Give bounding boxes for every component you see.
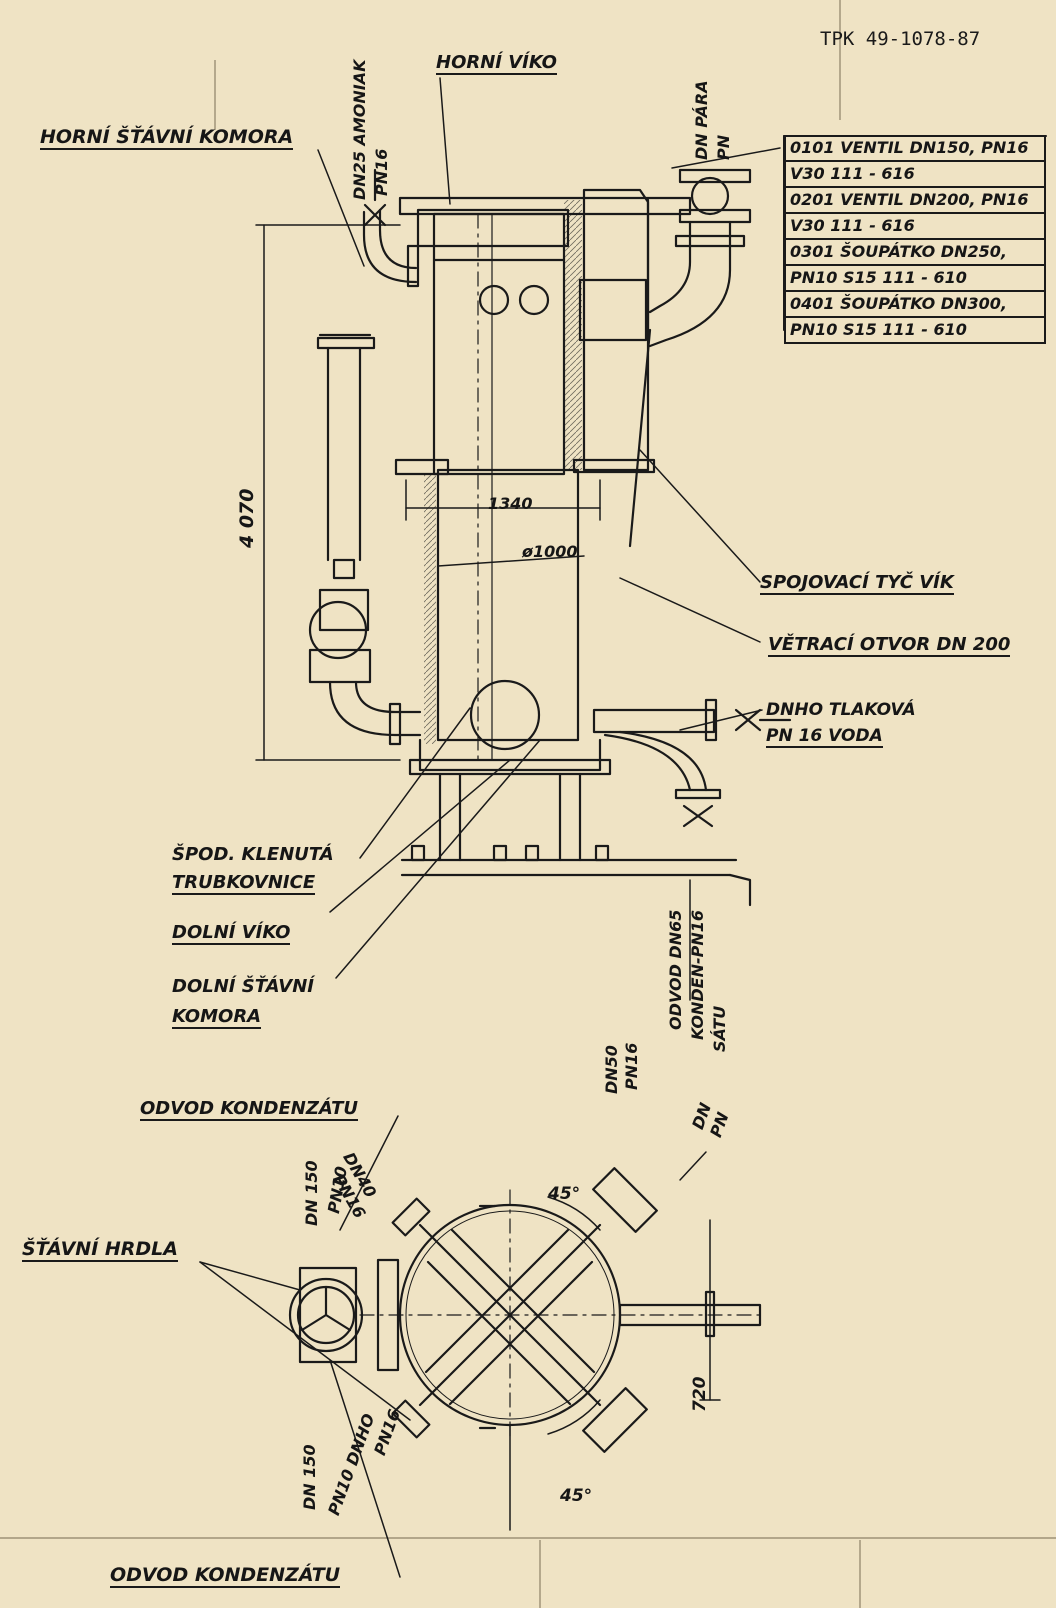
- label-komora: KOMORA: [172, 1006, 262, 1029]
- document-number: TPK 49-1078-87: [820, 28, 981, 50]
- valve-table-row: 0301 ŠOUPÁTKO DN250,: [784, 240, 1046, 266]
- label-dolni-viko: DOLNÍ VÍKO: [172, 922, 291, 945]
- vessel-elevation: [308, 168, 792, 907]
- label-satu: SÁTU: [710, 1005, 729, 1052]
- label-vetraci-otvor: VĚTRACÍ OTVOR DN 200: [768, 634, 1011, 657]
- hatched-sections: [424, 200, 582, 744]
- gate-valve-wheel: [308, 600, 368, 660]
- label-trubkovnice: TRUBKOVNICE: [172, 872, 316, 895]
- label-dimension-1340: 1340: [488, 494, 533, 513]
- label-odvod-kondenzatu-top: ODVOD KONDENZÁTU: [140, 1098, 358, 1121]
- label-dn-para: DN PÁRA: [692, 80, 711, 160]
- label-spojovaci-tyc: SPOJOVACÍ TYČ VÍK: [760, 572, 954, 595]
- label-pn16-voda: PN 16 VODA: [766, 726, 883, 748]
- label-kondenzatu-pn16: KONDEN-PN16: [688, 910, 707, 1040]
- label-dimension-height: 4 070: [236, 488, 258, 549]
- label-dimension-720: 720: [690, 1376, 710, 1413]
- label-angle-45-bottom: 45°: [560, 1486, 593, 1506]
- label-dn25-amoniak: DN25 AMONIAK: [350, 59, 369, 200]
- label-pn-para: PN: [714, 134, 733, 160]
- valve-table-row: V30 111 - 616: [784, 214, 1046, 240]
- label-horni-viko: HORNÍ VÍKO: [436, 52, 557, 75]
- label-odvod-dn65: ODVOD DN65: [666, 909, 685, 1030]
- label-pn16-amoniak: PN16: [372, 148, 391, 196]
- dimension-lines: [255, 224, 721, 1531]
- label-dn150-bottom: DN 150: [300, 1444, 319, 1510]
- label-dn50: DN50: [602, 1045, 621, 1094]
- valve-table-row: PN10 S15 111 - 610: [784, 266, 1046, 292]
- label-angle-45-top: 45°: [548, 1184, 581, 1204]
- leader-lines: [199, 77, 781, 1578]
- label-horni-stavni-komora: HORNÍ ŠŤÁVNÍ KOMORA: [40, 126, 294, 150]
- label-dimension-d1000: ø1000: [522, 542, 578, 561]
- label-dnho-tlakova: DNHO TLAKOVÁ: [766, 700, 916, 720]
- valve-table-row: PN10 S15 111 - 610: [784, 318, 1046, 344]
- valve-table-row: V30 111 - 616: [784, 162, 1046, 188]
- label-spod-klenuta: ŠPOD. KLENUTÁ: [172, 844, 334, 865]
- valve-table: 0101 VENTIL DN150, PN16 V30 111 - 616 02…: [784, 136, 1046, 344]
- vapour-hood: [582, 188, 650, 472]
- tube-bundle: [436, 468, 580, 742]
- label-dolni-stavni: DOLNÍ ŠŤÁVNÍ: [172, 976, 314, 997]
- valve-table-row: 0101 VENTIL DN150, PN16: [784, 136, 1046, 162]
- label-dn150-top: DN 150: [302, 1160, 321, 1226]
- label-dn50-pn16: PN16: [622, 1042, 641, 1090]
- label-odvod-kondenzatu-bottom: ODVOD KONDENZÁTU: [110, 1564, 341, 1588]
- label-stavni-hrdla: ŠŤÁVNÍ HRDLA: [22, 1238, 178, 1262]
- valve-table-row: 0201 VENTIL DN200, PN16: [784, 188, 1046, 214]
- valve-table-row: 0401 ŠOUPÁTKO DN300,: [784, 292, 1046, 318]
- lower-chamber-globe: [469, 679, 541, 751]
